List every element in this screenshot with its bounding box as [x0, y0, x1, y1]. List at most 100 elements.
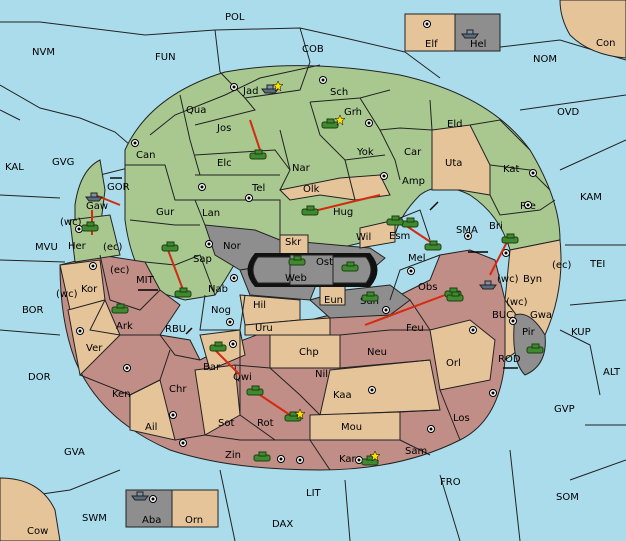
supply-center-icon	[131, 139, 139, 147]
land-label-amp: Amp	[402, 176, 425, 187]
land-label-ost: Ost	[316, 257, 333, 268]
army-unit-icon[interactable]	[288, 255, 306, 266]
army-unit-icon[interactable]	[209, 341, 227, 352]
army-unit-icon[interactable]	[341, 261, 359, 272]
land-label-nar: Nar	[292, 163, 311, 174]
army-unit-icon[interactable]	[111, 303, 129, 314]
supply-center-icon	[277, 455, 285, 463]
sea-label-dax: DAX	[272, 519, 293, 530]
fleet-unit-icon[interactable]	[131, 491, 149, 501]
sea-label-sma: SMA	[456, 225, 478, 236]
supply-center-icon	[230, 83, 238, 91]
land-label-bri: Bri	[489, 221, 503, 232]
supply-center-icon	[502, 249, 510, 257]
army-unit-icon[interactable]	[361, 455, 379, 466]
sea-label-buc: BUC	[492, 310, 513, 321]
province-orn[interactable]	[171, 489, 219, 528]
units	[81, 29, 544, 501]
supply-centers	[75, 20, 537, 503]
army-unit-icon[interactable]	[424, 240, 442, 251]
fleet-unit-icon[interactable]	[479, 280, 497, 290]
army-unit-icon[interactable]	[321, 118, 339, 129]
army-unit-icon[interactable]	[81, 221, 99, 232]
land-label-bar: Bar	[203, 362, 221, 373]
army-unit-icon[interactable]	[161, 241, 179, 252]
army-unit-icon[interactable]	[174, 287, 192, 298]
land-label-hil: Hil	[253, 300, 266, 311]
sea-region-borders	[0, 21, 626, 541]
supply-center-icon	[423, 20, 431, 28]
supply-center-icon	[169, 411, 177, 419]
sea-label-swm: SWM	[82, 513, 107, 524]
province-pir[interactable]	[513, 313, 546, 376]
land-label-ken: Ken	[112, 389, 131, 400]
sea-label-cob: COB	[302, 44, 324, 55]
fleet-unit-icon[interactable]	[85, 192, 103, 202]
land-label-can: Can	[136, 150, 155, 161]
fleet-unit-icon[interactable]	[261, 84, 279, 94]
fleet-unit-icon[interactable]	[461, 29, 479, 39]
army-unit-icon[interactable]	[446, 291, 464, 302]
land-borders	[79, 61, 556, 471]
army-unit-icon[interactable]	[386, 215, 404, 226]
land-label-pir: Pir	[522, 327, 536, 338]
sea-label-fro: FRO	[440, 477, 461, 488]
land-label-ver: Ver	[86, 343, 103, 354]
land-label-orn: Orn	[185, 515, 203, 526]
supply-center-icon	[368, 386, 376, 394]
land-label-sch: Sch	[330, 87, 348, 98]
supply-center-icon	[229, 340, 237, 348]
army-unit-icon[interactable]	[253, 451, 271, 462]
sea-label-bor: BOR	[22, 305, 44, 316]
army-unit-icon[interactable]	[301, 205, 319, 216]
province-wil[interactable]	[359, 219, 396, 249]
land-label-rot: Rot	[257, 418, 274, 429]
supply-center-icon	[230, 274, 238, 282]
supply-center-icon	[382, 306, 390, 314]
land-label-mou: Mou	[341, 422, 362, 433]
army-unit-icon[interactable]	[526, 343, 544, 354]
land-label-esm: Esm	[389, 231, 410, 242]
sea-label-som: SOM	[556, 492, 579, 503]
sea-label-mit: MIT	[136, 275, 155, 286]
sea-label-nom: NOM	[533, 54, 557, 65]
connection-arrow-icon	[185, 327, 193, 335]
army-unit-icon[interactable]	[361, 291, 379, 302]
connection-arrow-icon	[429, 201, 439, 211]
army-unit-icon[interactable]	[246, 385, 264, 396]
land-label-hel: Hel	[470, 39, 486, 50]
army-unit-icon[interactable]	[249, 149, 267, 160]
province-cow[interactable]	[0, 477, 61, 541]
supply-center-icon	[355, 456, 363, 464]
province-uru[interactable]	[244, 317, 331, 336]
army-unit-icon[interactable]	[501, 233, 519, 244]
province-hel[interactable]	[454, 13, 501, 52]
land-label-tel: Tel	[251, 183, 265, 194]
sea-label-kam: KAM	[580, 192, 602, 203]
supply-center-icon	[89, 262, 97, 270]
sea-label-rbu: RBU	[165, 324, 186, 335]
sea-label-lit: LIT	[306, 488, 322, 499]
army-unit-icon[interactable]	[284, 411, 302, 422]
land-label-kar: Kar	[339, 454, 357, 465]
land-label-uru: Uru	[255, 323, 273, 334]
supply-center-icon	[123, 364, 131, 372]
land-label-grh: Grh	[344, 107, 362, 118]
coast-label-wc: (wc)	[56, 289, 78, 300]
army-unit-icon[interactable]	[401, 217, 419, 228]
supply-center-icon	[75, 225, 83, 233]
sea-label-ovd: OVD	[557, 107, 580, 118]
sea-label-gva: GVA	[64, 447, 85, 458]
land-label-sam: Sam	[405, 446, 427, 457]
province-con[interactable]	[559, 0, 626, 59]
sea-label-dor: DOR	[28, 372, 51, 383]
land-label-ark: Ark	[116, 321, 133, 332]
land-label-mel: Mel	[408, 253, 426, 264]
land-label-feu: Feu	[406, 323, 424, 334]
coast-label-wc: (wc)	[497, 274, 519, 285]
land-label-kor: Kor	[81, 284, 98, 295]
province-orl[interactable]	[429, 319, 496, 391]
land-label-uta: Uta	[445, 158, 462, 169]
province-elf[interactable]	[404, 13, 456, 52]
